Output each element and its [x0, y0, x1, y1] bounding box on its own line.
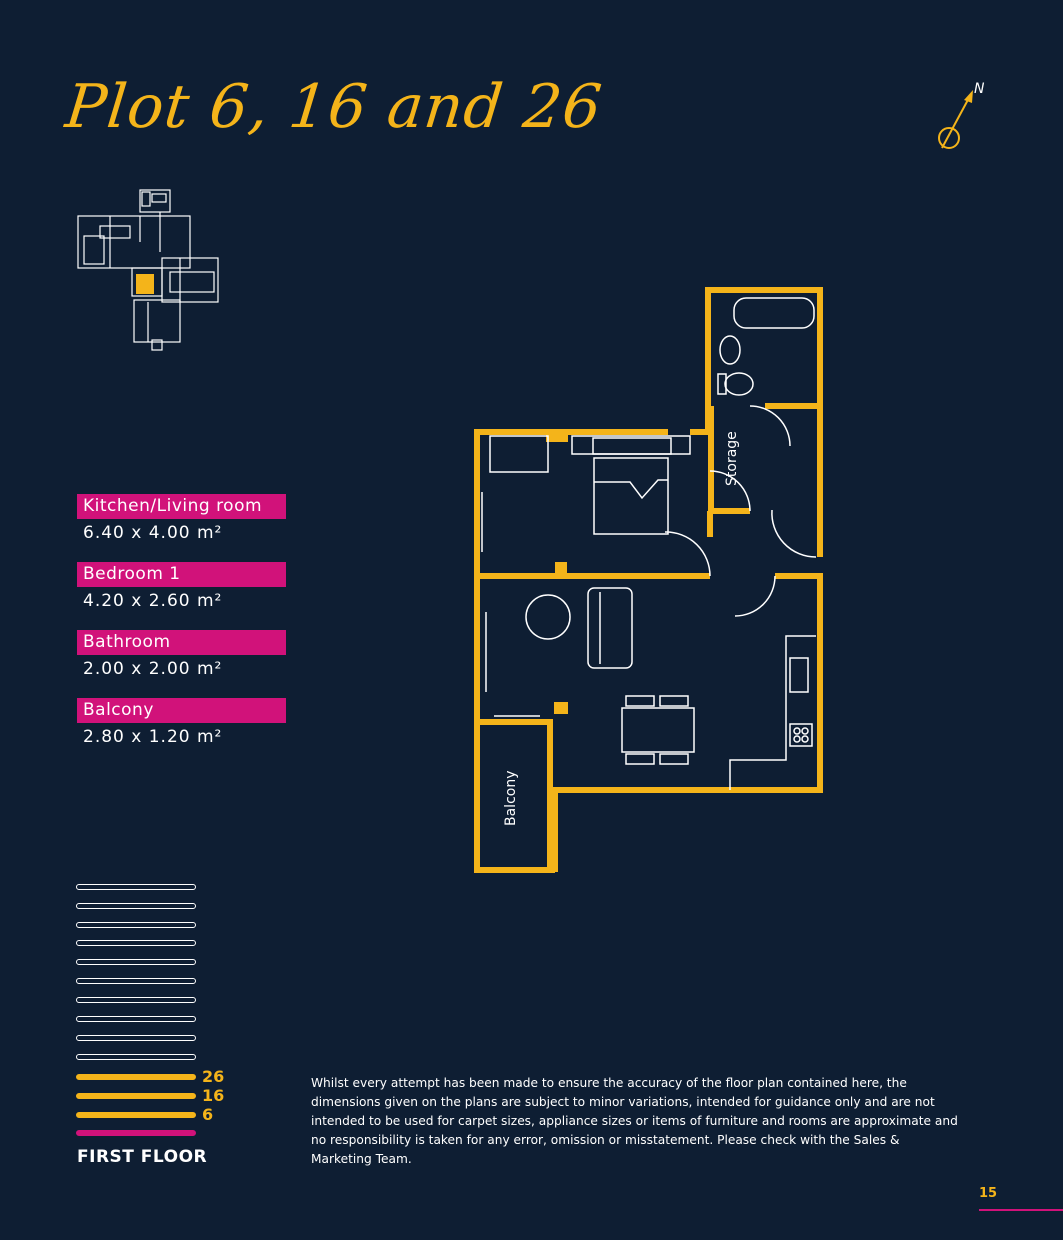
- room-label: Bedroom 1: [77, 562, 286, 587]
- floor-line: [76, 1054, 196, 1060]
- floor-line: [76, 884, 196, 890]
- floor-name: FIRST FLOOR: [77, 1147, 208, 1167]
- room-label: Bathroom: [77, 630, 286, 655]
- floor-number: 16: [202, 1086, 225, 1105]
- north-label: N: [974, 81, 985, 97]
- floor-line: [76, 1035, 196, 1041]
- floor-line: [76, 978, 196, 984]
- floor-stack: 26 16 6 FIRST FLOOR: [76, 884, 236, 1174]
- room-label: Balcony: [77, 698, 286, 723]
- floor-line: [76, 997, 196, 1003]
- balcony-label: Balcony: [503, 771, 519, 827]
- room-label: Kitchen/Living room: [77, 494, 286, 519]
- room-dimensions: 4.20 x 2.60 m²: [83, 591, 223, 611]
- floor-number: 26: [202, 1067, 225, 1086]
- room-schedule: Kitchen/Living room 6.40 x 4.00 m² Bedro…: [77, 494, 286, 766]
- floor-line-highlighted: [76, 1093, 196, 1099]
- floor-line: [76, 922, 196, 928]
- floor-line: [76, 1016, 196, 1022]
- floor-plan: Storage Balcony: [474, 287, 823, 873]
- floor-line-current: [76, 1130, 196, 1136]
- room-dimensions: 6.40 x 4.00 m²: [83, 523, 223, 543]
- room-dimensions: 2.00 x 2.00 m²: [83, 659, 223, 679]
- storage-label: Storage: [724, 431, 740, 486]
- room-kitchen-living: Kitchen/Living room 6.40 x 4.00 m²: [77, 494, 286, 549]
- page-number: 15: [979, 1186, 1063, 1211]
- floor-line-highlighted: [76, 1112, 196, 1118]
- disclaimer-text: Whilst every attempt has been made to en…: [311, 1076, 958, 1166]
- building-key-plan: [77, 189, 219, 351]
- north-compass-icon: N: [938, 81, 985, 149]
- floor-line: [76, 959, 196, 965]
- room-balcony: Balcony 2.80 x 1.20 m²: [77, 698, 286, 753]
- room-bathroom: Bathroom 2.00 x 2.00 m²: [77, 630, 286, 685]
- page-title: Plot 6, 16 and 26: [62, 72, 606, 142]
- floor-number: 6: [202, 1105, 214, 1124]
- room-dimensions: 2.80 x 1.20 m²: [83, 727, 223, 747]
- highlighted-unit: [136, 274, 154, 294]
- floor-line-highlighted: [76, 1074, 196, 1080]
- floor-line: [76, 940, 196, 946]
- floor-line: [76, 903, 196, 909]
- room-bedroom-1: Bedroom 1 4.20 x 2.60 m²: [77, 562, 286, 617]
